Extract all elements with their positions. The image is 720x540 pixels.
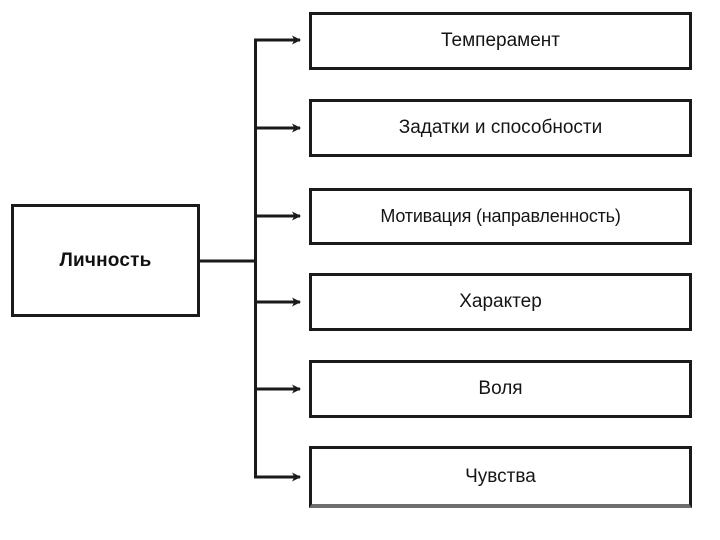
- node-chuvstva-label: Чувства: [465, 465, 536, 487]
- root-node-label: Личность: [59, 249, 152, 271]
- node-zadatki-i-sposobnosti-label: Задатки и способности: [398, 117, 603, 138]
- node-motivatsiya[interactable]: Мотивация (направленность): [309, 188, 692, 245]
- node-volya-label: Воля: [478, 378, 523, 399]
- node-temperament[interactable]: Темперамент: [309, 12, 692, 70]
- node-kharakter[interactable]: Характер: [309, 273, 692, 331]
- node-chuvstva[interactable]: Чувства: [309, 446, 692, 508]
- node-temperament-label: Темперамент: [441, 30, 560, 51]
- node-zadatki-i-sposobnosti[interactable]: Задатки и способности: [309, 99, 692, 157]
- node-motivatsiya-label: Мотивация (направленность): [380, 206, 621, 226]
- node-volya[interactable]: Воля: [309, 360, 692, 418]
- root-node-lichnost[interactable]: Личность: [11, 204, 200, 317]
- node-kharakter-label: Характер: [459, 291, 542, 312]
